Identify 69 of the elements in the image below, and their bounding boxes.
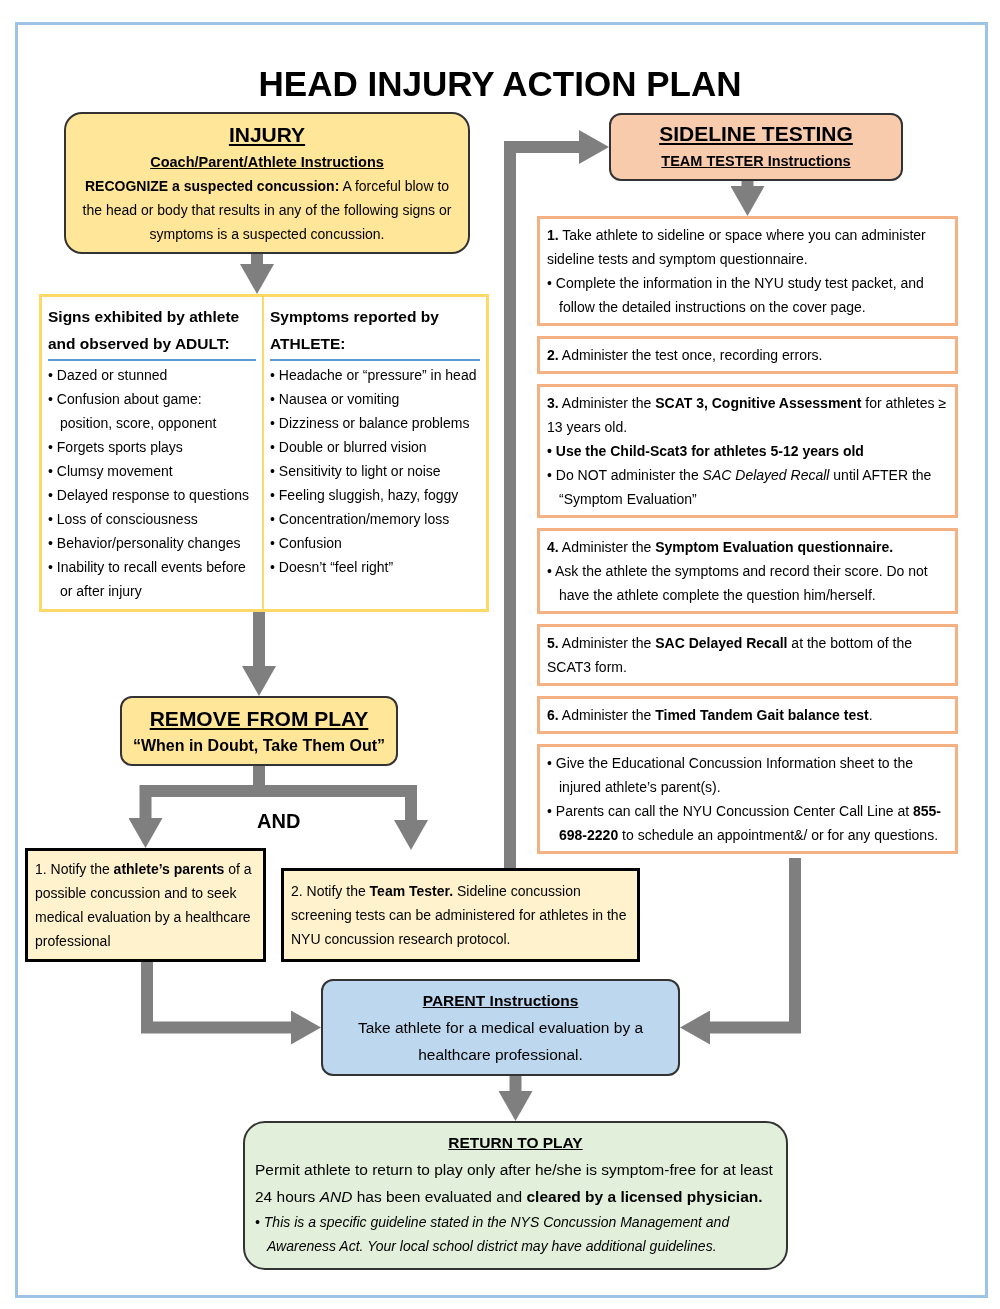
box-subheading: “When in Doubt, Take Them Out” (131, 736, 387, 756)
arrow (730, 181, 765, 216)
bullet-item: • Confusion about game: position, score, opponent (48, 390, 218, 433)
action-box (120, 696, 398, 766)
bullet-item: • Confusion (270, 534, 343, 553)
bullet-item: • Behavior/personality changes (48, 534, 242, 553)
box-text: 1. Take athlete to sideline or space where you can administer sideline tests and symptom questionnaire. (547, 226, 927, 269)
bullet-item: • Double or blurred vision (270, 438, 428, 457)
bullet-item: • Dizziness or balance problems (270, 414, 471, 433)
bullet-item: • Ask the athlete the symptoms and record their score. Do not have the athlete complete the question him/herself. (547, 562, 929, 605)
section-header-box (609, 113, 903, 181)
step-box (537, 528, 958, 614)
bullet-item: • Complete the information in the NYU study test packet, and follow the detailed instructions on the cover page. (547, 274, 925, 317)
arrow (498, 1076, 533, 1121)
step-box (537, 384, 958, 518)
box-text: 5. Administer the SAC Delayed Recall at the bottom of the SCAT3 form. (547, 634, 913, 677)
box-text: 6. Administer the Timed Tandem Gait balance test. (547, 706, 874, 725)
bullet-item: • Give the Educational Concussion Information sheet to the injured athlete’s parent(s). (547, 754, 914, 797)
notification-box (25, 848, 266, 962)
bullet-item: • Use the Child-Scat3 for athletes 5-12 years old (547, 442, 865, 461)
box-heading: REMOVE FROM PLAY (148, 706, 370, 732)
box-heading: PARENT Instructions (421, 991, 580, 1011)
bullet-item: • Headache or “pressure” in head (270, 366, 478, 385)
box-text: Permit athlete to return to play only after he/she is symptom-free for at least 24 hours AND has been evaluated and cleared by a licensed physician. (255, 1160, 774, 1207)
box-text: 4. Administer the Symptom Evaluation questionnaire. (547, 538, 895, 557)
bullet-item: • Forgets sports plays (48, 438, 184, 457)
box-text: 2. Notify the Team Tester. Sideline concussion screening tests can be administered for athletes in the NYU concussion research protocol. (291, 882, 628, 949)
connector-note: AND (257, 810, 301, 833)
instruction-box (321, 979, 680, 1076)
bullet-item: • Nausea or vomiting (270, 390, 401, 409)
bullet-item: • Delayed response to questions (48, 486, 251, 505)
bullet-item: • Sensitivity to light or noise (270, 462, 442, 481)
step-box (537, 336, 958, 374)
bullet-item: • This is a specific guideline stated in the NYS Concussion Management and Awareness Act. Your local school district may have additional guidelines. (255, 1213, 731, 1256)
column-heading: Signs exhibited by athlete and observed by ADULT: (48, 303, 256, 361)
bullet-item: • Clumsy movement (48, 462, 174, 481)
arrow (242, 612, 276, 696)
notification-box (281, 868, 640, 962)
bullet-item: • Do NOT administer the SAC Delayed Recall until AFTER the “Symptom Evaluation” (547, 466, 933, 509)
step-box (537, 216, 958, 326)
bullet-item: • Doesn’t “feel right” (270, 558, 395, 577)
instruction-box (243, 1121, 788, 1270)
box-text: RECOGNIZE a suspected concussion: A forceful blow to the head or body that results in any of the following signs or symptoms is a suspected concussion. (81, 177, 453, 244)
bullet-item: • Feeling sluggish, hazy, foggy (270, 486, 460, 505)
arrow (680, 858, 801, 1045)
title: HEAD INJURY ACTION PLAN (257, 63, 743, 105)
arrow (240, 254, 274, 294)
column-heading: Symptoms reported by ATHLETE: (270, 303, 480, 361)
bullet-item: • Concentration/memory loss (270, 510, 451, 529)
box-text: Take athlete for a medical evaluation by a healthcare professional. (356, 1018, 645, 1065)
step-box (537, 744, 958, 854)
box-heading: TEAM TESTER Instructions (660, 152, 852, 171)
box-text: 2. Administer the test once, recording errors. (547, 346, 824, 365)
box-text: 3. Administer the SCAT 3, Cognitive Assessment for athletes ≥ 13 years old. (547, 394, 948, 437)
arrow (504, 130, 609, 868)
arrow (141, 962, 321, 1045)
bullet-item: • Inability to recall events before or after injury (48, 558, 247, 601)
bullet-item: • Dazed or stunned (48, 366, 169, 385)
box-text: 1. Notify the athlete’s parents of a possible concussion and to seek medical evaluation by a healthcare professional (35, 860, 253, 951)
step-box (537, 696, 958, 734)
instruction-box (64, 112, 470, 254)
bullet-item: • Loss of consciousness (48, 510, 199, 529)
box-heading: RETURN TO PLAY (447, 1133, 584, 1153)
box-heading: SIDELINE TESTING (658, 121, 854, 147)
step-box (537, 624, 958, 686)
bullet-item: • Parents can call the NYU Concussion Center Call Line at 855-698-2220 to schedule an appointment&/ or for any questions. (547, 802, 942, 845)
box-heading: Coach/Parent/Athlete Instructions (149, 153, 385, 172)
checklist-panel (39, 294, 489, 612)
box-heading: INJURY (227, 122, 307, 148)
